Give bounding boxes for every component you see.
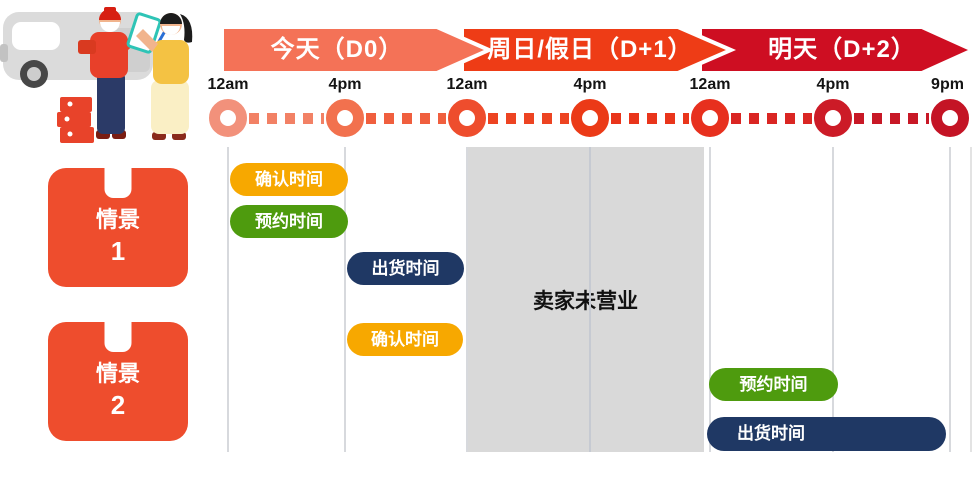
s2-confirm-time-pill: 确认时间 [347, 323, 463, 356]
gridline-9pm-d2 [949, 147, 951, 452]
scenario-2-title: 情景 [95, 360, 140, 386]
timeline-dot-4pm-d2 [814, 99, 852, 137]
gridline-4pm-d2 [832, 147, 834, 452]
gridline-12am-d0 [227, 147, 229, 452]
tick-label-12am-d0: 12am [207, 76, 249, 93]
seller-closed-label: 卖家未营业 [533, 289, 638, 313]
banner-tomorrow-shape [698, 25, 975, 75]
package-boxes-icon [57, 97, 94, 143]
tick-label-4pm-d1: 4pm [573, 76, 607, 93]
scenario-1-card: 情景 1 [48, 168, 188, 287]
s2-reserve-time-pill: 预约时间 [709, 368, 838, 401]
timeline-dashes [488, 113, 569, 124]
timeline-dot-12am-d0 [209, 99, 247, 137]
scenario-1-title: 情景 [95, 206, 140, 232]
timeline-dot-12am-d2 [691, 99, 729, 137]
day-banners [220, 25, 975, 75]
delivery-illustration [0, 7, 193, 143]
s2-ship-time-pill: 出货时间 [707, 417, 946, 451]
scenario-card-notch [104, 322, 132, 352]
scenario-card-notch [104, 168, 132, 198]
scenario-2-card: 情景 2 [48, 322, 188, 441]
timeline-dashes [731, 113, 812, 124]
timeline-dashes [249, 113, 324, 124]
gridline-4pm-d1 [589, 147, 591, 452]
banner-today-shape [220, 25, 494, 75]
scenario-1-number: 1 [110, 235, 126, 266]
timeline-dashes [854, 113, 929, 124]
timeline-dot-9pm-d2 [931, 99, 969, 137]
timeline-dot-4pm-d1 [571, 99, 609, 137]
timeline-dashes [366, 113, 446, 124]
tick-label-9pm-d2: 9pm [931, 76, 964, 93]
tick-label-4pm-d2: 4pm [816, 76, 850, 93]
gridline-4pm-d0 [344, 147, 346, 452]
tick-label-12am-d1: 12am [446, 76, 488, 93]
timeline-dot-4pm-d0 [326, 99, 364, 137]
gridline-right-edge [970, 147, 972, 452]
s1-confirm-time-pill: 确认时间 [230, 163, 348, 196]
customer-icon [136, 13, 193, 140]
gridline-12am-d1 [466, 147, 468, 452]
tick-label-12am-d2: 12am [689, 76, 731, 93]
timeline-dashes [611, 113, 689, 124]
s1-ship-time-pill: 出货时间 [347, 252, 464, 285]
s1-reserve-time-pill: 预约时间 [230, 205, 348, 238]
seller-closed-region: 卖家未营业 [467, 147, 704, 452]
tick-label-4pm-d0: 4pm [328, 76, 362, 93]
gridline-12am-d2 [709, 147, 711, 452]
scenario-2-number: 2 [110, 389, 126, 420]
banner-holiday-shape [460, 25, 737, 75]
timeline-dot-12am-d1 [448, 99, 486, 137]
